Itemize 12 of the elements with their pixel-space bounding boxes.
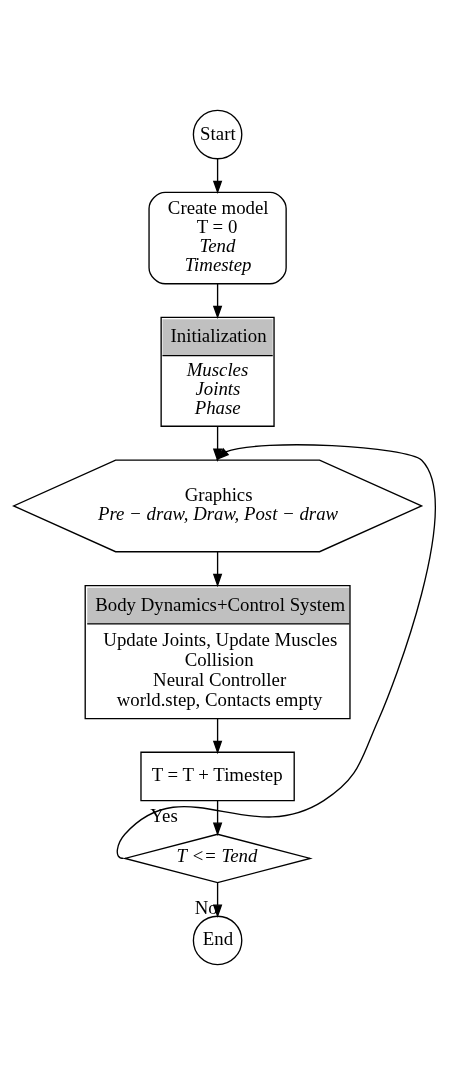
arrow bbox=[212, 718, 223, 755]
node-circle: End bbox=[192, 915, 243, 966]
arrow bbox=[212, 158, 223, 195]
node-box: T = T + Timestep bbox=[140, 751, 295, 802]
node-diamond: T <= Tend bbox=[122, 833, 313, 884]
edge-label: Yes bbox=[150, 804, 178, 826]
arrow bbox=[116, 444, 436, 860]
arrow bbox=[212, 800, 223, 836]
node-circle: Start bbox=[192, 109, 243, 160]
node-box: Create model T = 0 Tend Timestep bbox=[148, 191, 287, 285]
arrow bbox=[212, 551, 223, 588]
arrow bbox=[212, 283, 223, 320]
